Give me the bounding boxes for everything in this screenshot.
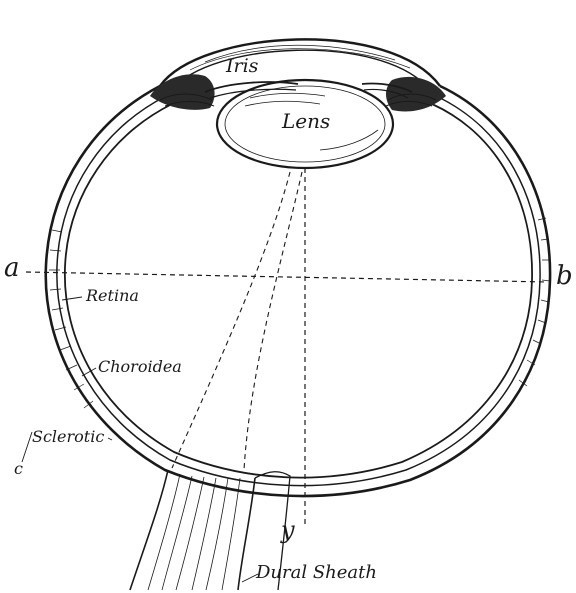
label-dural-sheath: Dural Sheath <box>255 562 377 583</box>
label-iris: Iris <box>225 55 259 77</box>
label-choroidea: Choroidea <box>98 357 182 376</box>
label-lens: Lens <box>281 109 330 133</box>
label-point-c: c <box>14 459 23 478</box>
label-retina: Retina <box>85 286 139 305</box>
ciliary-body-left <box>150 74 215 110</box>
oblique-axis-c <box>172 172 302 470</box>
label-sclerotic: Sclerotic <box>32 427 104 446</box>
wall-hatching-left <box>49 230 93 408</box>
label-point-y: y <box>280 516 295 544</box>
optic-nerve <box>130 470 255 590</box>
label-point-b: b <box>556 261 573 291</box>
label-point-a: a <box>4 253 20 283</box>
horizontal-axis-a-b <box>26 272 548 282</box>
